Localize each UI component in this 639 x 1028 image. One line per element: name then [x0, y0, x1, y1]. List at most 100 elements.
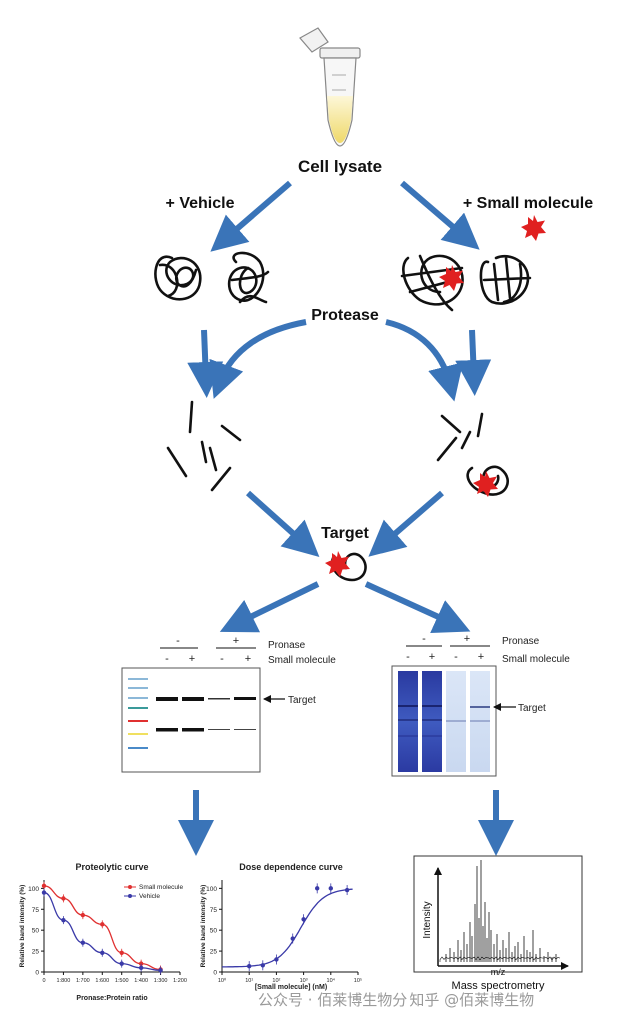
chart1-ytick-label: 0 — [35, 970, 39, 977]
chart1-xlabel: Pronase:Protein ratio — [76, 995, 147, 1002]
chart1-xtick-label: 1:600 — [95, 978, 109, 984]
svg-text:-: - — [176, 635, 180, 647]
vehicle-label: + Vehicle — [166, 195, 235, 212]
chart1-point — [80, 940, 86, 945]
protease-arrow-right — [385, 319, 464, 402]
watermark-text-2: 知乎 @佰莱博生物 — [409, 991, 535, 1009]
chart1-xtick-label: 1:500 — [115, 978, 129, 984]
small-molecule-label: + Small molecule — [463, 195, 593, 212]
svg-text:+: + — [478, 651, 484, 663]
small-molecule-label-right: Small molecule — [502, 654, 570, 665]
watermark: 公众号 · 佰莱博生物分知乎 @佰莱博生物 — [258, 989, 534, 1010]
chart2-xtick-label: 10² — [272, 978, 280, 984]
proteolytic-curve-chart: Proteolytic curve Relative band intensit… — [19, 862, 187, 1002]
protected-star-icon — [473, 471, 498, 497]
chart1-point — [119, 950, 124, 955]
chart1-ytick-label: 25 — [32, 949, 40, 956]
chart2-title: Dose dependence curve — [239, 862, 343, 872]
diverge-arrow-left — [219, 581, 320, 633]
converge-arrow-right — [368, 490, 444, 557]
protease-arrow-left — [209, 319, 307, 399]
svg-text:-: - — [165, 653, 169, 665]
chart1-point — [138, 965, 144, 971]
stained-gel-panel: - + Pronase - + - + Small molecule Targe… — [391, 633, 570, 777]
protein-bound-small-molecule-b — [479, 255, 532, 305]
chart1-legend-small-molecule: Small molecule — [139, 884, 183, 891]
ms-ylabel: Intensity — [422, 901, 433, 938]
small-molecule-star-icon — [521, 215, 546, 241]
svg-text:+: + — [189, 653, 195, 665]
svg-text:-: - — [406, 651, 410, 663]
target-band-label-left: Target — [288, 695, 316, 706]
chart1-ytick-label: 75 — [32, 907, 40, 914]
protein-bound-small-molecule-a — [400, 254, 464, 312]
chart1-point — [41, 890, 47, 895]
chart2-ylabel: Relative band intensity (%) — [200, 885, 207, 968]
native-protein-vehicle-b — [227, 251, 270, 304]
chart1-ytick-label: 100 — [28, 886, 39, 893]
dose-dependence-chart: Dose dependence curve Relative band inte… — [200, 862, 362, 991]
small-molecule-label-left: Small molecule — [268, 655, 336, 666]
chart1-point — [61, 917, 66, 923]
watermark-text-1: 公众号 · 佰莱博生物分 — [258, 991, 408, 1009]
chart2-point — [328, 886, 333, 891]
chart1-xtick-label: 1:300 — [154, 978, 168, 984]
svg-text:+: + — [245, 653, 251, 665]
chart2-xtick-label: 10⁵ — [354, 977, 362, 984]
svg-text:-: - — [454, 651, 458, 663]
chart2-xtick-label: 10⁴ — [327, 977, 336, 984]
chart2-ytick-label: 100 — [206, 886, 217, 893]
pronase-label-left: Pronase — [268, 640, 306, 651]
converge-arrow-left — [245, 490, 320, 558]
chart1-point — [41, 883, 47, 889]
chart1-xtick-label: 1:200 — [173, 978, 187, 984]
chart1-point — [100, 922, 105, 927]
mass-spectrometry-panel: Intensity m/z Mass spectrometry — [413, 855, 583, 992]
cell-lysate-label: Cell lysate — [298, 157, 382, 176]
target-label: Target — [321, 525, 369, 542]
chart2-point — [260, 963, 265, 968]
chart1-xtick-label: 1:700 — [76, 978, 90, 984]
down-arrow-right — [455, 329, 492, 396]
chart1-point — [119, 961, 124, 966]
chart2-point — [301, 917, 306, 922]
svg-text:+: + — [464, 633, 470, 645]
chart2-ytick-label: 25 — [210, 949, 218, 956]
chart1-ylabel: Relative band intensity (%) — [19, 885, 26, 968]
target-protein — [331, 552, 367, 582]
western-blot-panel: - + Pronase - + - + Small molecule Targe… — [121, 635, 336, 773]
target-band-label-right: Target — [518, 703, 546, 714]
native-protein-vehicle-a — [154, 255, 202, 301]
chart1-series-line-1 — [43, 891, 161, 971]
down-arrow-left — [187, 329, 224, 398]
chart1-legend: Small molecule Vehicle — [124, 884, 183, 900]
chart2-point — [290, 936, 295, 941]
svg-text:-: - — [422, 633, 426, 645]
arrow-to-vehicle — [210, 180, 292, 252]
chart2-fit-line — [222, 888, 353, 968]
diverge-arrow-right — [364, 581, 471, 633]
svg-text:-: - — [220, 653, 224, 665]
arrow-to-small-molecule — [400, 180, 480, 250]
chart1-point — [158, 968, 163, 973]
tube-icon — [299, 27, 361, 147]
peptide-fragments-small-molecule — [436, 412, 484, 462]
bound-star-icon — [439, 265, 464, 291]
ms-baseline — [439, 956, 561, 962]
chart2-xlabel: [Small molecule] (nM) — [255, 984, 327, 991]
chart2-xtick-label: 10³ — [300, 978, 308, 984]
chart1-legend-vehicle: Vehicle — [139, 893, 160, 900]
peptide-fragments-vehicle — [166, 400, 242, 492]
pronase-label-right: Pronase — [502, 636, 540, 647]
chart1-xtick-label: 1:400 — [134, 978, 148, 984]
ms-xlabel: m/z — [491, 967, 506, 977]
chart1-point — [138, 961, 144, 966]
chart2-point — [344, 887, 350, 893]
chart2-ytick-label: 0 — [213, 970, 217, 977]
chart1-xtick-label: 0 — [42, 978, 45, 984]
ms-caption: Mass spectrometry — [452, 980, 545, 992]
chart1-title: Proteolytic curve — [75, 862, 148, 872]
chart1-ytick-label: 50 — [32, 928, 40, 935]
protease-label: Protease — [311, 307, 379, 324]
